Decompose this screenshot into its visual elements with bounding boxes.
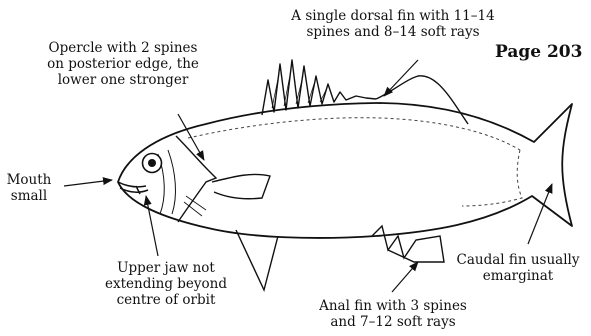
- label-mouth: Mouth small: [0, 172, 58, 204]
- arrow-caudal: [528, 184, 552, 244]
- label-opercle: Opercle with 2 spines on posterior edge,…: [26, 40, 220, 88]
- pectoral-fin: [212, 174, 270, 198]
- label-upper-jaw: Upper jaw not extending beyond centre of…: [100, 260, 232, 308]
- arrow-mouth: [64, 180, 112, 186]
- page-number: Page 203: [495, 42, 582, 62]
- label-anal-fin: Anal fin with 3 spines and 7–12 soft ray…: [298, 298, 488, 330]
- label-caudal-fin: Caudal fin usually emarginat: [446, 252, 590, 284]
- pelvic-fin: [236, 230, 278, 290]
- arrow-upper-jaw: [146, 196, 158, 256]
- anal-fin: [372, 226, 444, 262]
- opercle-outline: [176, 136, 216, 222]
- arrow-anal: [392, 262, 418, 292]
- arrow-opercle: [178, 114, 204, 160]
- fish-body: [118, 103, 572, 238]
- dorsal-fin: [262, 60, 468, 124]
- label-dorsal-fin: A single dorsal fin with 11–14 spines an…: [268, 8, 518, 40]
- caudal-peduncle-line: [462, 150, 522, 206]
- lateral-line: [188, 118, 520, 150]
